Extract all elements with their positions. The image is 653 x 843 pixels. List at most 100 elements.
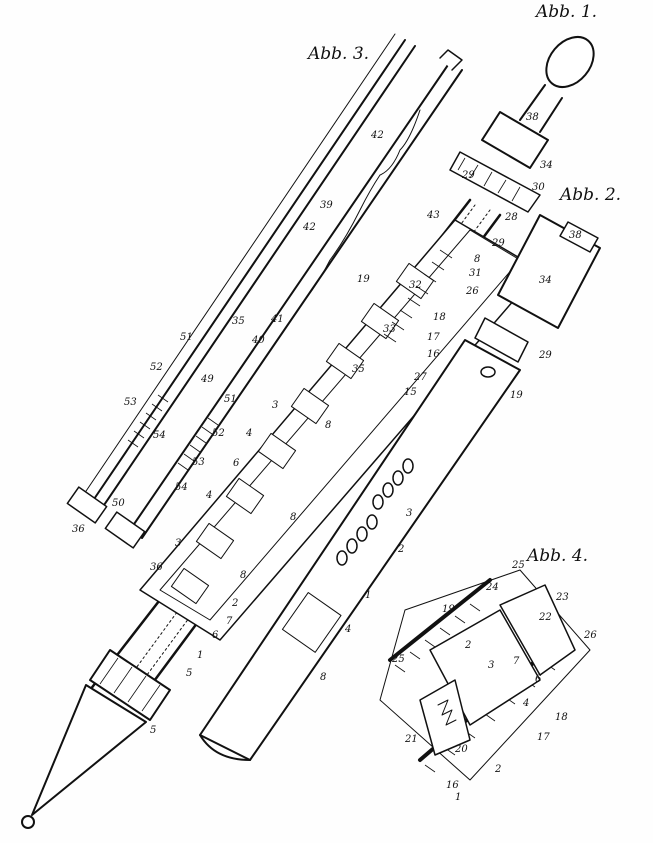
reference-numeral-n42a: 42 xyxy=(370,130,384,141)
reference-numeral-n40: 40 xyxy=(251,335,265,346)
figure-4-section xyxy=(379,569,591,781)
figure-1-caption: Abb. 1. xyxy=(536,2,598,22)
reference-numeral-n4a: 4 xyxy=(245,428,252,439)
reference-numeral-n8b: 8 xyxy=(325,420,331,431)
reference-numeral-n27: 27 xyxy=(413,372,427,383)
reference-numeral-n2b: 2 xyxy=(397,544,404,555)
reference-numeral-n23: 23 xyxy=(555,592,569,603)
reference-numeral-n18b: 18 xyxy=(555,712,568,723)
reference-numeral-n33: 33 xyxy=(383,324,396,335)
reference-numeral-n36b: 36 xyxy=(150,562,163,573)
reference-numeral-n6c: 6 xyxy=(535,674,542,685)
reference-numeral-n5a: 5 xyxy=(186,668,192,679)
sleeve-holes xyxy=(336,366,496,566)
reference-numeral-n3d: 3 xyxy=(488,660,494,671)
reference-numeral-n3a: 3 xyxy=(272,400,278,411)
rod-two-walls xyxy=(129,61,463,539)
upper-ring-hatching xyxy=(457,157,521,202)
reference-numeral-n53b: 53 xyxy=(192,457,205,468)
reference-numeral-n52a: 52 xyxy=(150,362,163,373)
reference-numeral-n51b: 51 xyxy=(224,394,237,405)
reference-numeral-n42b: 42 xyxy=(302,222,316,233)
reference-numeral-n21: 21 xyxy=(404,734,418,745)
reference-numeral-n54b: 54 xyxy=(175,482,188,493)
reference-numeral-n54a: 54 xyxy=(153,430,166,441)
reference-numeral-n53a: 53 xyxy=(124,397,137,408)
figure-3-refill-rods xyxy=(66,33,463,549)
top-detail-ring xyxy=(474,317,529,363)
reference-numeral-n6b: 6 xyxy=(212,630,219,641)
push-button xyxy=(545,35,595,89)
reference-numeral-n38b: 38 xyxy=(569,230,582,241)
reference-numeral-n41: 41 xyxy=(270,314,284,325)
reference-numeral-n16b: 16 xyxy=(446,780,459,791)
rod-two-foot xyxy=(104,511,146,549)
reference-numeral-n8a: 8 xyxy=(474,254,480,265)
reference-numeral-n29b: 29 xyxy=(491,238,505,249)
rod-one-walls xyxy=(89,39,416,512)
reference-numeral-n49: 49 xyxy=(200,374,214,385)
mechanism-core xyxy=(159,229,521,621)
reference-numeral-n2c: 2 xyxy=(464,640,471,651)
reference-numeral-n28: 28 xyxy=(504,212,518,223)
pen-tip-cone xyxy=(31,684,147,816)
mechanism-housing xyxy=(139,219,541,641)
reference-numeral-n29c: 29 xyxy=(538,350,552,361)
reference-numeral-n25a: 25 xyxy=(511,560,525,571)
reference-numeral-n8d: 8 xyxy=(240,570,246,581)
reference-numeral-n15: 15 xyxy=(404,387,417,398)
reference-numeral-n19b: 19 xyxy=(510,390,523,401)
reference-numeral-n31: 31 xyxy=(469,268,482,279)
reference-numeral-n17b: 17 xyxy=(537,732,550,743)
sleeve-window xyxy=(281,592,342,653)
upper-ring xyxy=(449,151,541,213)
reference-numeral-n17a: 17 xyxy=(427,332,440,343)
reference-numeral-n34: 34 xyxy=(540,160,553,171)
reference-numerals: 3834302928294383126193233181716273515384… xyxy=(72,112,597,803)
rod-one-edge xyxy=(79,33,396,501)
reference-numeral-n26: 26 xyxy=(465,286,479,297)
reference-numeral-n3b: 3 xyxy=(175,538,181,549)
figure-4-caption: Abb. 4. xyxy=(527,546,589,566)
reference-numeral-n50: 50 xyxy=(112,498,125,509)
reference-numeral-n3c: 3 xyxy=(406,508,412,519)
plunger-stem xyxy=(519,84,563,133)
reference-numeral-n2d: 2 xyxy=(494,764,501,775)
reference-numeral-n4d: 4 xyxy=(522,698,529,709)
reference-numeral-n35b: 35 xyxy=(232,316,245,327)
reference-numeral-n32: 32 xyxy=(409,280,422,291)
section-spring-zigzag xyxy=(437,699,457,726)
reference-numeral-n26b: 26 xyxy=(583,630,597,641)
mechanism-blocks xyxy=(170,262,435,605)
reference-numeral-n35a: 35 xyxy=(352,364,365,375)
reference-numeral-n36a: 36 xyxy=(72,524,85,535)
reference-numeral-n8c: 8 xyxy=(290,512,296,523)
figure-3-caption: Abb. 3. xyxy=(308,44,370,64)
reference-numeral-n5b: 5 xyxy=(150,725,156,736)
reference-numeral-n51a: 51 xyxy=(180,332,193,343)
reference-numeral-n18: 18 xyxy=(433,312,446,323)
lower-collar-hatching xyxy=(99,657,161,712)
reference-numeral-n4c: 4 xyxy=(344,624,351,635)
figure-2-caption: Abb. 2. xyxy=(560,185,622,205)
reference-numeral-n25b: 25 xyxy=(391,654,405,665)
reference-numeral-n39: 39 xyxy=(320,200,333,211)
reference-numeral-n22: 22 xyxy=(538,612,552,623)
rod-springs xyxy=(127,394,219,471)
reference-numeral-n6a: 6 xyxy=(233,458,240,469)
sleeve-bottom xyxy=(199,734,251,761)
reference-numeral-n7b: 7 xyxy=(513,656,520,667)
rod-two-head xyxy=(439,49,463,71)
reference-numeral-n1b: 1 xyxy=(365,590,371,601)
reference-numeral-n4b: 4 xyxy=(205,490,212,501)
top-collar xyxy=(481,111,549,169)
reference-numeral-n38: 38 xyxy=(526,112,539,123)
reference-numeral-n24: 24 xyxy=(485,582,499,593)
reference-numeral-n43: 43 xyxy=(426,210,440,221)
outer-sleeve xyxy=(199,339,521,761)
rod-one-foot xyxy=(66,486,108,524)
reference-numeral-n2a: 2 xyxy=(231,598,238,609)
top-detail-cap xyxy=(559,221,599,253)
